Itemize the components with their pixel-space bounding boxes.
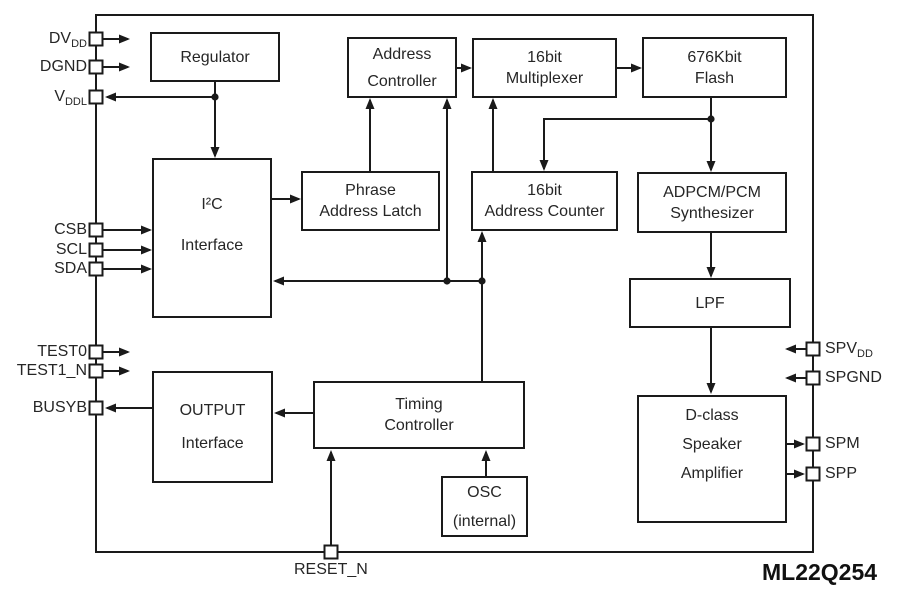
pin-label-spvdd: SPVDD (825, 340, 873, 361)
block-dclass-speaker-amplifier: D-class Speaker Amplifier (637, 395, 787, 523)
pin-label-csb: CSB (54, 221, 87, 238)
pin-dvdd (88, 31, 104, 47)
block-address-controller: Address Controller (347, 37, 457, 98)
pin-spvdd (805, 341, 821, 357)
pin-label-dvdd: DVDD (48, 30, 87, 51)
block-timing-controller: Timing Controller (313, 381, 525, 449)
pin-sda (88, 261, 104, 277)
pin-label-reset-n: RESET_N (294, 561, 368, 578)
pin-reset-n (323, 544, 339, 560)
pin-spgnd (805, 370, 821, 386)
pin-spp (805, 466, 821, 482)
block-676kbit-flash: 676Kbit Flash (642, 37, 787, 98)
block-lpf: LPF (629, 278, 791, 328)
pin-dgnd (88, 59, 104, 75)
chip-part-number: ML22Q254 (762, 559, 878, 585)
pin-vddl (88, 89, 104, 105)
pin-label-busyb: BUSYB (32, 399, 87, 416)
pin-label-spm: SPM (825, 435, 860, 452)
block-adpcm-pcm-synthesizer: ADPCM/PCM Synthesizer (637, 172, 787, 233)
pin-label-sda: SDA (54, 260, 87, 277)
block-16bit-multiplexer: 16bit Multiplexer (472, 38, 617, 98)
pin-label-dgnd: DGND (39, 58, 87, 75)
block-phrase-address-latch: Phrase Address Latch (301, 171, 440, 231)
conn-flash-counter (539, 118, 711, 171)
pin-test1-n (88, 363, 104, 379)
block-regulator: Regulator (150, 32, 280, 82)
pin-csb (88, 222, 104, 238)
block-output-interface: OUTPUT Interface (152, 371, 273, 483)
pin-scl (88, 242, 104, 258)
block-osc-internal: OSC (internal) (441, 476, 528, 537)
pin-label-test1-n: TEST1_N (16, 362, 87, 379)
pin-busyb (88, 400, 104, 416)
pin-spm (805, 436, 821, 452)
pin-test0 (88, 344, 104, 360)
block-16bit-address-counter: 16bit Address Counter (471, 171, 618, 231)
block-i2c-interface: I²C Interface (152, 158, 272, 318)
junction-dots (211, 93, 715, 285)
pin-label-spgnd: SPGND (825, 369, 882, 386)
pin-label-vddl: VDDL (54, 88, 87, 109)
pin-label-spp: SPP (825, 465, 858, 482)
pin-label-scl: SCL (55, 241, 87, 258)
chip-border (95, 14, 814, 553)
pin-label-test0: TEST0 (37, 343, 87, 360)
